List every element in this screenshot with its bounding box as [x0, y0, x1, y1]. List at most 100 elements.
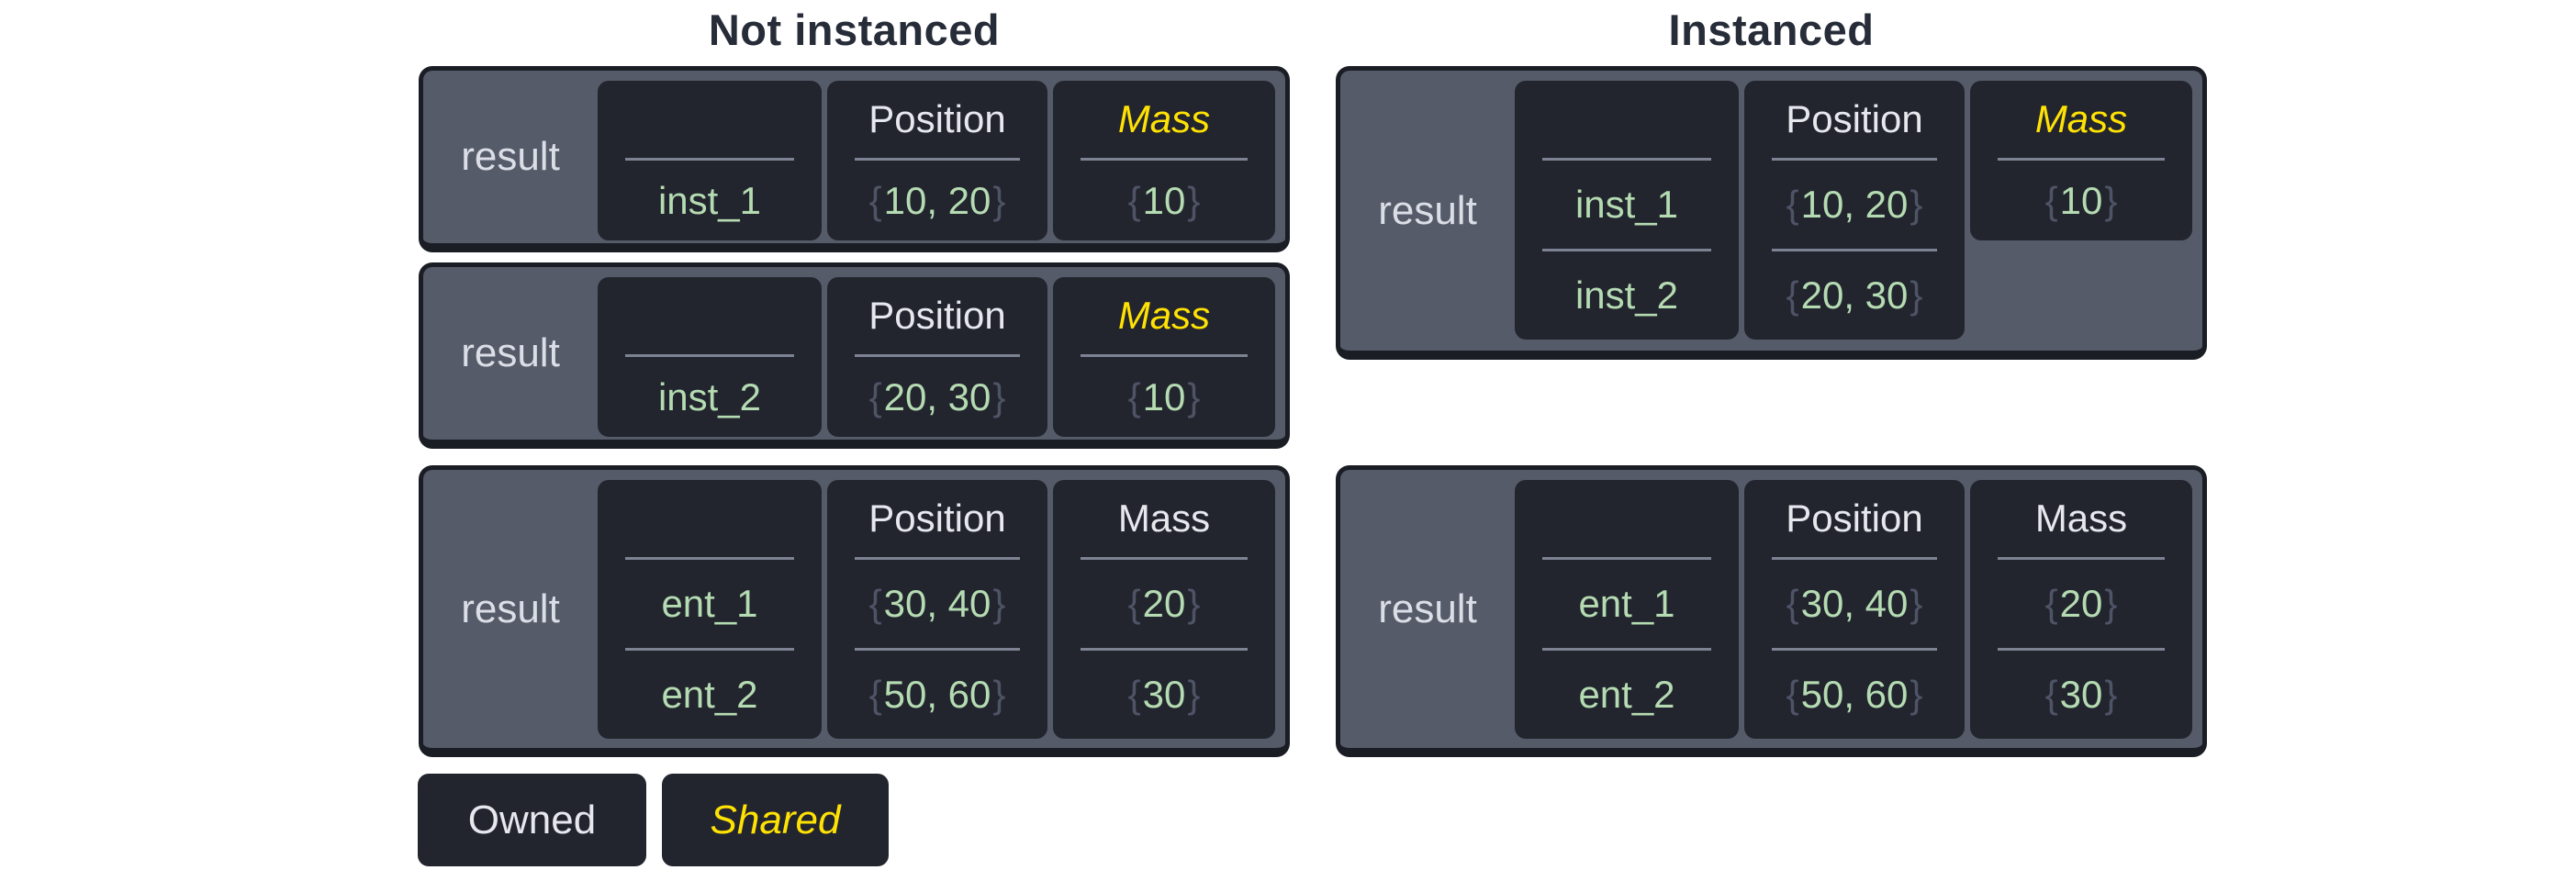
cell-divider — [1542, 557, 1711, 560]
cell-divider — [1772, 557, 1937, 560]
cell-header: Position — [868, 97, 1006, 140]
section-title-not-instanced: Not instanced — [708, 6, 1001, 54]
cell-value: 30, 40 — [883, 582, 991, 625]
row-divider — [1772, 648, 1937, 651]
brace-open: { — [868, 582, 882, 625]
brace-open: { — [1786, 582, 1799, 625]
position-cell: Position {10, 20} — [827, 81, 1047, 240]
cell-value: 50, 60 — [1800, 673, 1909, 716]
result-label: result — [461, 330, 560, 375]
brace-close: } — [1187, 374, 1201, 418]
cell-divider — [625, 354, 794, 357]
brace-open: { — [1786, 673, 1799, 716]
cell-header — [1515, 480, 1739, 557]
entity-cell: inst_2 — [598, 277, 822, 437]
cell-row: {20, 30} — [1744, 251, 1965, 340]
cell-value: 20, 30 — [883, 374, 991, 418]
cell-header — [598, 277, 822, 354]
cell-row: inst_2 — [1515, 251, 1739, 340]
brace-close: } — [992, 178, 1006, 222]
position-cell: Position {30, 40}{50, 60} — [827, 480, 1047, 739]
cell-header: Position — [1786, 97, 1923, 140]
row-divider — [1081, 648, 1248, 651]
cell-header: Position — [868, 294, 1006, 337]
cell-row: {20} — [1970, 560, 2192, 648]
cell-value: 20 — [1142, 582, 1186, 625]
cell-row: {10} — [1053, 161, 1275, 240]
cell-divider — [1542, 158, 1711, 161]
cell-divider — [855, 354, 1020, 357]
cell-value: 20, 30 — [1800, 273, 1909, 317]
cell-row: {20, 30} — [827, 357, 1047, 437]
row-divider — [1542, 648, 1711, 651]
brace-close: } — [992, 374, 1006, 418]
brace-open: { — [2044, 673, 2058, 716]
brace-close: } — [2104, 673, 2118, 716]
cell-divider — [625, 158, 794, 161]
legend-owned-label: Owned — [467, 797, 597, 842]
cell-row: {10, 20} — [827, 161, 1047, 240]
cell-row: {10} — [1970, 161, 2192, 240]
cell-value: 10, 20 — [883, 178, 991, 222]
entity-name: inst_2 — [657, 374, 762, 418]
result-label: result — [1378, 187, 1477, 233]
cell-row: ent_2 — [598, 651, 822, 739]
cell-divider — [1998, 158, 2165, 161]
cell-row: ent_1 — [1515, 560, 1739, 648]
brace-open: { — [1786, 183, 1799, 226]
cell-row: {30, 40} — [827, 560, 1047, 648]
brace-close: } — [992, 582, 1006, 625]
cell-header: Position — [1786, 496, 1923, 540]
brace-close: } — [2104, 178, 2118, 222]
cell-divider — [855, 557, 1020, 560]
cell-header: Position — [868, 496, 1006, 540]
result-label: result — [1378, 586, 1477, 631]
brace-close: } — [992, 673, 1006, 716]
cell-row: {30} — [1053, 651, 1275, 739]
cell-row: {20} — [1053, 560, 1275, 648]
mass-cell: Mass {20}{30} — [1053, 480, 1275, 739]
entity-cell: inst_1 — [598, 81, 822, 240]
entity-name: inst_2 — [1574, 273, 1679, 317]
cell-row: {30} — [1970, 651, 2192, 739]
brace-open: { — [1786, 273, 1799, 317]
section-title-instanced: Instanced — [1668, 6, 1875, 54]
brace-close: } — [1187, 673, 1201, 716]
row-divider — [1542, 249, 1711, 251]
cell-divider — [1081, 557, 1248, 560]
mass-cell: Mass{10} — [1053, 81, 1275, 240]
position-cell: Position{30, 40}{50, 60} — [1744, 480, 1965, 739]
result-label: result — [461, 586, 560, 631]
brace-open: { — [868, 374, 882, 418]
position-cell: Position {20, 30} — [827, 277, 1047, 437]
entity-name: ent_2 — [661, 673, 758, 716]
entity-name: inst_1 — [1574, 183, 1679, 226]
brace-open: { — [868, 178, 882, 222]
brace-open: { — [2044, 582, 2058, 625]
entity-name: ent_1 — [1578, 582, 1675, 625]
cell-header: Mass — [1117, 496, 1211, 540]
cell-value: 50, 60 — [883, 673, 991, 716]
legend-owned-chip: Owned — [418, 774, 646, 866]
cell-divider — [1081, 354, 1248, 357]
brace-close: } — [1910, 183, 1923, 226]
entity-name: ent_2 — [1578, 673, 1675, 716]
cell-row: ent_2 — [1515, 651, 1739, 739]
row-divider — [625, 648, 794, 651]
brace-close: } — [1910, 673, 1923, 716]
brace-open: { — [1127, 178, 1141, 222]
brace-close: } — [2104, 582, 2118, 625]
row-divider — [855, 648, 1020, 651]
entity-cell: ent_1 ent_2 — [1515, 480, 1739, 739]
mass-cell: Mass{10} — [1970, 81, 2192, 240]
entity-name: inst_1 — [657, 178, 762, 222]
cell-divider — [855, 158, 1020, 161]
cell-row: {30, 40} — [1744, 560, 1965, 648]
cell-value: 10 — [1142, 374, 1186, 418]
